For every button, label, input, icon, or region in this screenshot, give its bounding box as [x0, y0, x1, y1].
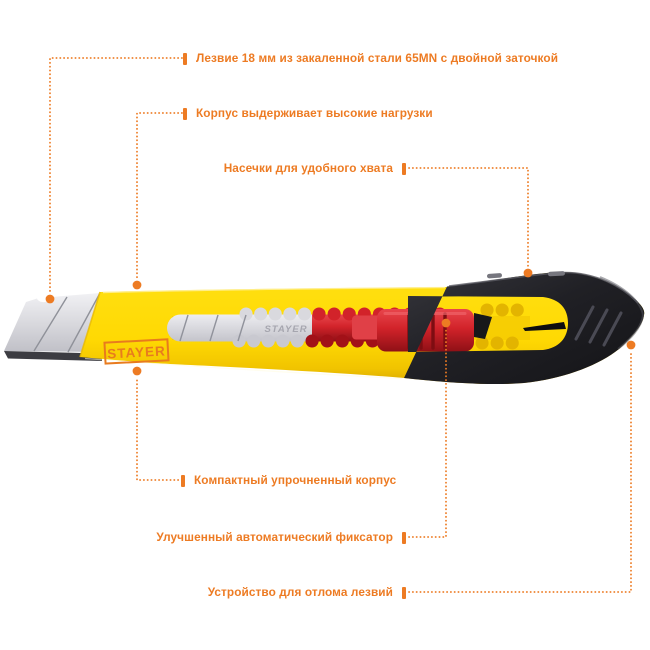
- callout-label: Лезвие 18 мм из закаленной стали 65MN с …: [196, 51, 559, 65]
- brand-logo: STAYER: [103, 338, 170, 365]
- slider-track: STAYER: [167, 303, 566, 352]
- cap-top-notch: [486, 273, 502, 279]
- blade-exit-slit: [523, 322, 566, 331]
- callout-compact-body: Компактный упрочненный корпус: [181, 473, 396, 488]
- dot-compact-body: [132, 366, 142, 376]
- callout-grip-notches: Насечки для удобного хвата: [224, 161, 406, 176]
- callout-label: Насечки для удобного хвата: [223, 161, 393, 175]
- callout-tick: [183, 107, 187, 120]
- connector-snap-off: [408, 351, 632, 593]
- blade-segment-line: [67, 293, 101, 353]
- brand-logo-text: STAYER: [107, 343, 166, 361]
- cap-top-notch: [547, 271, 565, 277]
- snap-off-blade: [4, 293, 102, 361]
- blade-cutting-edge: [4, 351, 102, 361]
- callout-auto-lock: Улучшенный автоматический фиксатор: [156, 530, 406, 545]
- cap-grip-slashes: [574, 305, 623, 347]
- connector-grip-notches: [408, 167, 529, 268]
- callout-blade: Лезвие 18 мм из закаленной стали 65MN с …: [183, 51, 558, 66]
- dot-grip-notches: [523, 268, 533, 278]
- rear-cap: [404, 271, 645, 385]
- callout-connectors: [49, 57, 632, 593]
- metal-blade-rail: STAYER: [167, 307, 318, 348]
- callout-tick: [402, 586, 406, 599]
- blade-segment-line: [33, 296, 68, 352]
- callout-label: Корпус выдерживает высокие нагрузки: [196, 106, 433, 120]
- metal-stamp-text: STAYER: [264, 324, 307, 335]
- connector-auto-lock: [408, 329, 447, 538]
- callout-label: Устройство для отлома лезвий: [207, 585, 393, 599]
- dot-blade: [45, 294, 55, 304]
- callout-label: Улучшенный автоматический фиксатор: [156, 530, 393, 544]
- callout-tick: [402, 162, 406, 175]
- connector-body-strength: [136, 112, 183, 280]
- dot-body-strength: [132, 280, 142, 290]
- dot-auto-lock: [441, 318, 451, 328]
- connector-blade: [49, 57, 183, 293]
- callout-tick: [181, 474, 185, 487]
- callout-tick: [402, 531, 406, 544]
- callout-endpoint-dots: [45, 268, 636, 376]
- callout-tick: [183, 52, 187, 65]
- callout-label: Компактный упрочненный корпус: [194, 473, 397, 487]
- connector-compact-body: [136, 376, 183, 481]
- blade-channel-gap: [474, 313, 492, 339]
- callout-snap-off: Устройство для отлома лезвий: [208, 585, 406, 600]
- callout-body-strength: Корпус выдерживает высокие нагрузки: [183, 106, 433, 121]
- dot-snap-off: [626, 340, 636, 350]
